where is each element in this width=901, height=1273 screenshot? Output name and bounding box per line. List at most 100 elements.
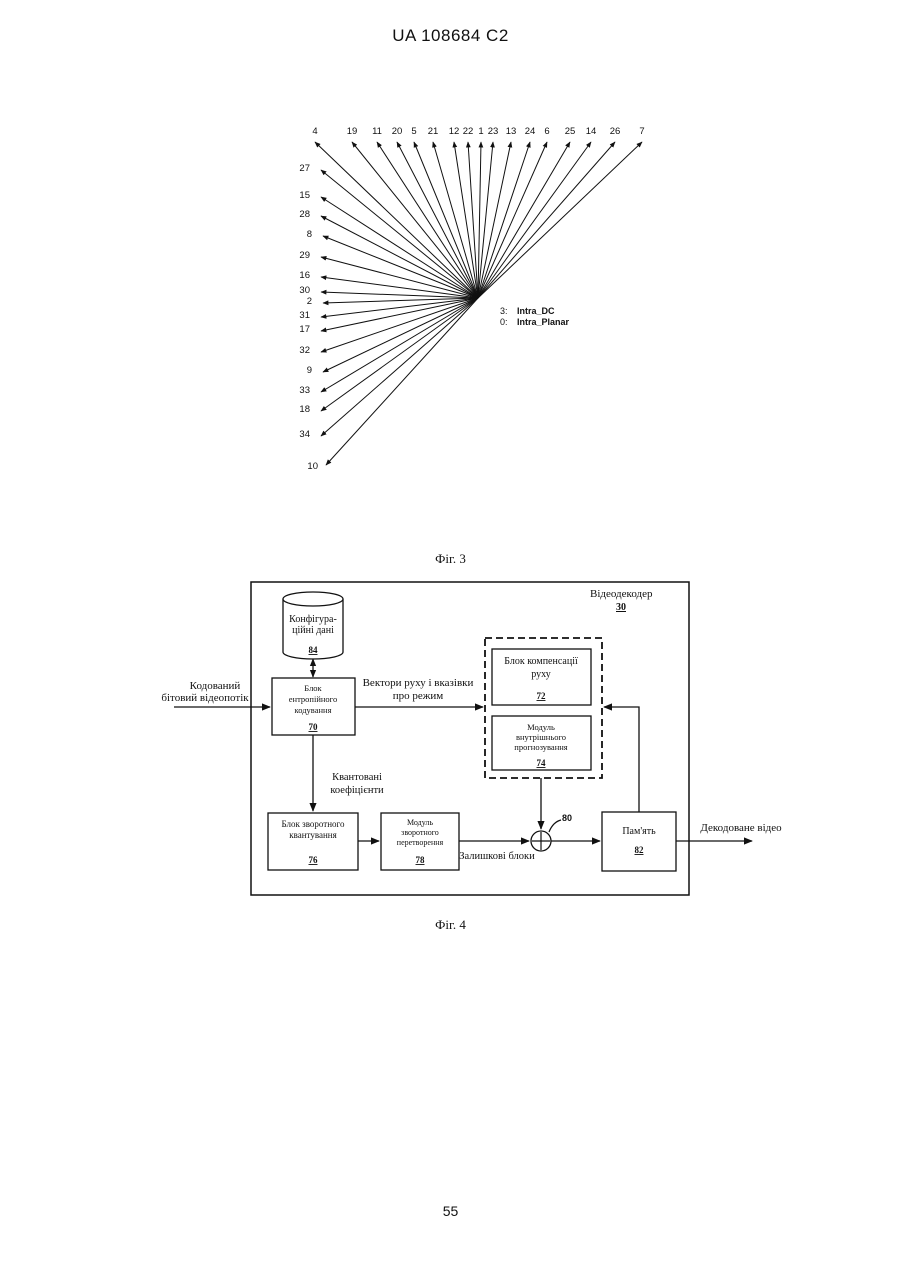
mode-label-26: 26 [610, 126, 621, 137]
mode-ray-4 [315, 142, 478, 298]
config-data-line1: Конфігура- [289, 614, 337, 625]
memory-block: Пам'ять 82 [602, 812, 676, 871]
config-data-number: 84 [309, 645, 319, 655]
config-data-store: Конфігура- ційні дані 84 [283, 592, 343, 659]
input-label-line2: бітовий відеопотік [161, 692, 249, 704]
inv-transform-line3: перетворення [397, 838, 444, 847]
summer-number: 80 [562, 813, 572, 823]
inv-transform-line1: Модуль [407, 818, 433, 827]
entropy-line1: Блок [304, 683, 322, 693]
mode-label-23: 23 [488, 126, 499, 137]
figure-4-decoder-diagram: Відеодекодер 30 Конфігура- ційні дані 84… [0, 570, 901, 910]
mode-direction-rays [315, 142, 642, 465]
mode-ray-8 [323, 236, 478, 298]
memory-number: 82 [635, 845, 645, 855]
legend-planar-num: 0: [500, 317, 508, 327]
mode-label-32: 32 [299, 345, 310, 356]
input-label-line1: Кодований [190, 680, 241, 692]
coef-label-line2: коефіцієнти [330, 785, 384, 796]
motion-comp-line1: Блок компенсації [504, 656, 578, 667]
mode-label-13: 13 [506, 126, 517, 137]
mode-ray-33 [321, 298, 478, 392]
intra-pred-line1: Модуль [527, 722, 555, 732]
mode-ray-15 [321, 197, 478, 298]
legend-planar-name: Intra_Planar [517, 317, 570, 327]
inv-quant-line1: Блок зворотного [281, 819, 345, 829]
figure-3-intra-modes-diagram: 41911205211222123132462514267 2715288291… [0, 0, 901, 560]
residual-label: Залишкові блоки [459, 851, 535, 862]
mode-label-28: 28 [299, 209, 310, 220]
mode-label-16: 16 [299, 270, 310, 281]
inv-transform-number: 78 [416, 855, 426, 865]
mode-label-22: 22 [463, 126, 474, 137]
motion-compensation-block: Блок компенсації руху 72 [492, 649, 591, 705]
mode-ray-34 [321, 298, 478, 436]
mode-ray-25 [478, 142, 570, 298]
mode-ray-19 [352, 142, 478, 298]
inverse-quantization-block: Блок зворотного квантування 76 [268, 813, 358, 870]
mode-ray-10 [326, 298, 478, 465]
mode-label-12: 12 [449, 126, 460, 137]
coef-label-line1: Квантовані [332, 772, 382, 783]
mode-label-31: 31 [299, 310, 310, 321]
figure-3-caption: Фіг. 3 [0, 551, 901, 567]
memory-label: Пам'ять [622, 826, 656, 837]
mode-label-11: 11 [372, 126, 382, 137]
mode-label-2: 2 [307, 296, 312, 307]
mode-label-18: 18 [299, 404, 310, 415]
decoder-label: Відеодекодер [590, 588, 653, 600]
mode-label-10: 10 [307, 461, 318, 472]
mode-ray-6 [478, 142, 547, 298]
mode-ray-5 [414, 142, 478, 298]
config-data-line2: ційні дані [292, 625, 334, 636]
legend-dc-name: Intra_DC [517, 306, 555, 316]
legend-dc-num: 3: [500, 306, 508, 316]
mode-ray-27 [321, 170, 478, 298]
intra-prediction-block: Модуль внутрішнього прогнозування 74 [492, 716, 591, 770]
mode-label-4: 4 [312, 126, 317, 137]
mode-label-6: 6 [544, 126, 549, 137]
mv-label-line2: про режим [393, 690, 444, 702]
mode-label-7: 7 [639, 126, 644, 137]
left-mode-labels: 27152882916302311732933183410 [299, 163, 318, 472]
mode-ray-32 [321, 298, 478, 352]
intra-pred-number: 74 [537, 758, 547, 768]
mode-ray-22 [468, 142, 478, 298]
entropy-line2: ентропійного [289, 694, 337, 704]
mode-label-27: 27 [299, 163, 310, 174]
mode-label-29: 29 [299, 250, 310, 261]
inv-transform-line2: зворотного [401, 828, 439, 837]
mode-label-34: 34 [299, 429, 310, 440]
page-number: 55 [0, 1203, 901, 1219]
figure-4-caption: Фіг. 4 [0, 917, 901, 933]
mode-ray-21 [433, 142, 478, 298]
summer-node: 80 [531, 813, 572, 851]
entropy-decoding-block: Блок ентропійного кодування 70 [272, 678, 355, 735]
mode-label-17: 17 [299, 324, 310, 335]
mode-ray-9 [323, 298, 478, 372]
mode-ray-11 [377, 142, 478, 298]
motion-comp-number: 72 [537, 691, 547, 701]
motion-comp-line2: руху [531, 669, 551, 680]
mv-label-line1: Вектори руху і вказівки [363, 677, 474, 689]
inv-quant-number: 76 [309, 855, 319, 865]
entropy-number: 70 [309, 722, 319, 732]
mode-label-30: 30 [299, 285, 310, 296]
mode-legend: 3: Intra_DC 0: Intra_Planar [500, 306, 570, 327]
intra-pred-line3: прогнозування [514, 742, 568, 752]
mode-label-14: 14 [586, 126, 597, 137]
inv-quant-line2: квантування [289, 830, 337, 840]
mode-label-33: 33 [299, 385, 310, 396]
mode-label-25: 25 [565, 126, 576, 137]
mode-ray-28 [321, 216, 478, 298]
mode-label-15: 15 [299, 190, 310, 201]
intra-pred-line2: внутрішнього [516, 732, 566, 742]
mode-label-24: 24 [525, 126, 536, 137]
mode-label-8: 8 [307, 229, 312, 240]
mode-ray-29 [321, 257, 478, 298]
decoder-number: 30 [616, 602, 626, 613]
output-label: Декодоване відео [700, 822, 782, 834]
mode-label-21: 21 [428, 126, 439, 137]
mode-label-5: 5 [411, 126, 416, 137]
